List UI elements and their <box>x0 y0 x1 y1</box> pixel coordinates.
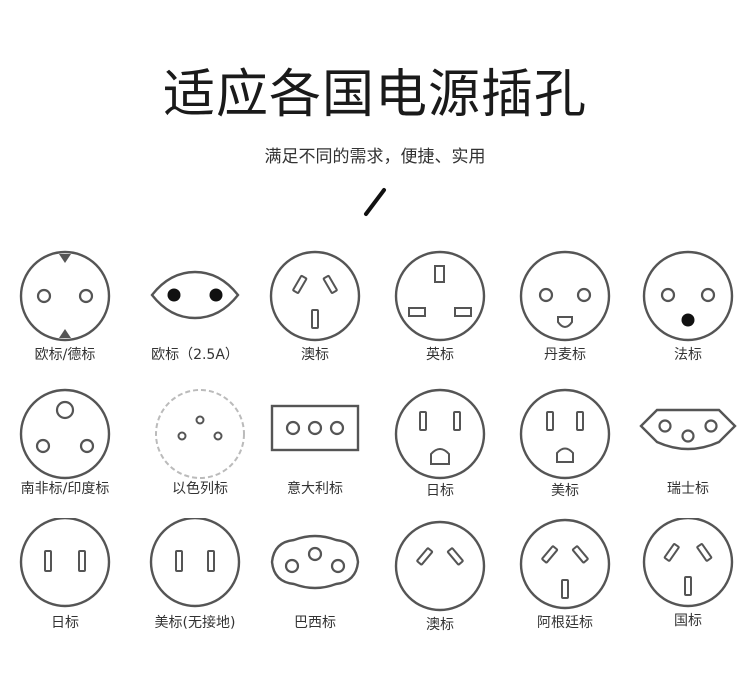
socket-jp-2pin-icon <box>19 518 111 608</box>
plug-label: 丹麦标 <box>544 347 586 363</box>
plug-cn: 国标 <box>633 518 743 648</box>
socket-it-icon <box>270 404 360 452</box>
plug-label: 英标 <box>426 347 454 363</box>
plug-fr: 法标 <box>633 250 743 380</box>
plug-label: 巴西标 <box>294 615 336 631</box>
socket-uk-icon <box>394 250 486 342</box>
plug-ar: 阿根廷标 <box>510 518 620 648</box>
plug-jp-3pin: 日标 <box>385 388 495 518</box>
plug-label: 阿根廷标 <box>537 615 593 631</box>
plug-au: 澳标 <box>260 250 370 380</box>
plug-label: 美标 <box>551 483 579 499</box>
plug-br: 巴西标 <box>260 518 370 648</box>
socket-us-2pin-icon <box>149 518 241 608</box>
plug-eu-de: 欧标/德标 <box>10 250 120 380</box>
socket-br-icon <box>270 534 360 590</box>
socket-eu-de-icon <box>19 250 111 342</box>
plug-label: 瑞士标 <box>667 481 709 497</box>
plug-label: 澳标 <box>301 347 329 363</box>
plug-label: 以色列标 <box>172 481 228 497</box>
plug-us: 美标 <box>510 388 620 518</box>
plug-jp-2pin: 日标 <box>10 518 120 648</box>
plug-il: 以色列标 <box>145 388 255 518</box>
plug-dk: 丹麦标 <box>510 250 620 380</box>
socket-fr-icon <box>642 250 734 342</box>
plug-it: 意大利标 <box>260 388 370 518</box>
socket-cn-icon <box>642 518 734 608</box>
socket-us-icon <box>519 388 611 480</box>
socket-eu-2-5a-icon <box>150 270 240 320</box>
socket-ch-icon <box>639 408 737 451</box>
plug-label: 南非标/印度标 <box>20 481 110 497</box>
page-title: 适应各国电源插孔 <box>162 65 587 125</box>
plug-label: 欧标/德标 <box>34 347 96 363</box>
plug-uk: 英标 <box>385 250 495 380</box>
plug-label: 美标(无接地) <box>154 615 236 631</box>
plug-au-2: 澳标 <box>385 518 495 648</box>
plug-label: 法标 <box>674 347 702 363</box>
plug-label: 日标 <box>426 483 454 499</box>
page-subtitle: 满足不同的需求，便捷、实用 <box>264 147 486 167</box>
socket-au-2-icon <box>394 520 486 612</box>
socket-jp-3pin-icon <box>394 388 486 480</box>
socket-ar-icon <box>519 518 611 610</box>
plug-label: 国标 <box>674 613 702 629</box>
plug-ch: 瑞士标 <box>633 388 743 518</box>
plug-label: 欧标（2.5A） <box>151 347 239 363</box>
socket-za-in-icon <box>19 388 111 480</box>
slash-divider-icon <box>364 188 386 216</box>
plug-label: 意大利标 <box>287 481 343 497</box>
plug-label: 日标 <box>51 615 79 631</box>
socket-il-icon <box>155 389 245 479</box>
plug-eu-2-5a: 欧标（2.5A） <box>140 250 250 380</box>
plug-us-2pin: 美标(无接地) <box>140 518 250 648</box>
plug-za-in: 南非标/印度标 <box>10 388 120 518</box>
socket-dk-icon <box>519 250 611 342</box>
plug-label: 澳标 <box>426 617 454 633</box>
socket-au-icon <box>269 250 361 342</box>
